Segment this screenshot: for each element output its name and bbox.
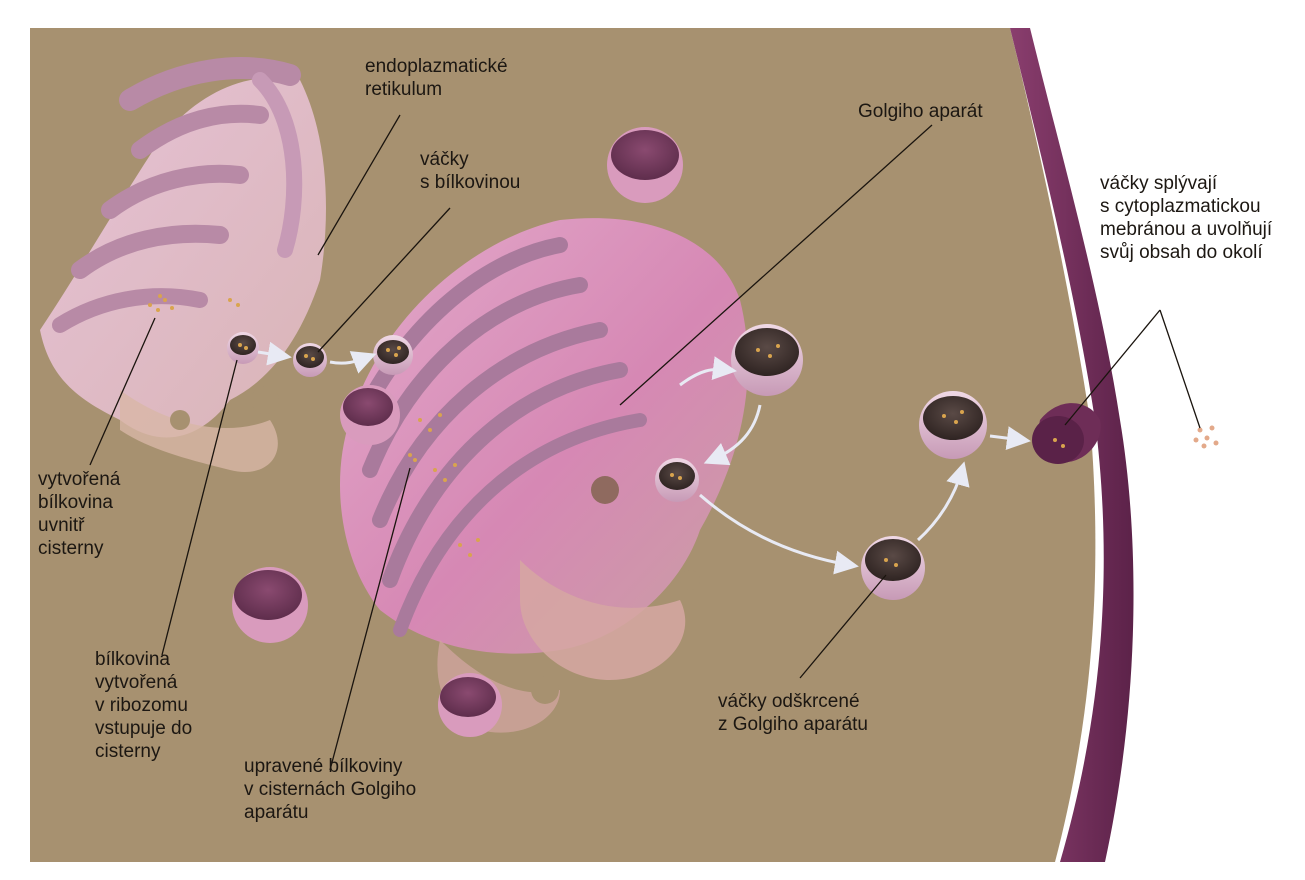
budded-vesicle-lower bbox=[861, 536, 925, 600]
label-line: Golgiho aparát bbox=[858, 100, 983, 123]
pink-vesicle-bottom-left bbox=[232, 567, 308, 643]
label-protein-from-ribosome: bílkovina vytvořená v ribozomu vstupuje … bbox=[95, 648, 192, 763]
label-endoplasmic-reticulum: endoplazmatické retikulum bbox=[365, 55, 508, 101]
label-line: z Golgiho aparátu bbox=[718, 713, 868, 736]
label-line: svůj obsah do okolí bbox=[1100, 241, 1272, 264]
label-line: v ribozomu bbox=[95, 694, 192, 717]
label-line: s cytoplazmatickou bbox=[1100, 195, 1272, 218]
fusing-vesicle bbox=[1032, 416, 1084, 464]
label-line: váčky splývají bbox=[1100, 172, 1272, 195]
label-line: aparátu bbox=[244, 801, 416, 824]
pink-vesicle-bottom bbox=[438, 673, 502, 737]
label-line: váčky bbox=[420, 148, 520, 171]
label-line: endoplazmatické bbox=[365, 55, 508, 78]
label-line: v cisternách Golgiho bbox=[244, 778, 416, 801]
label-golgi-apparatus: Golgiho aparát bbox=[858, 100, 983, 123]
pink-vesicle-left bbox=[340, 385, 400, 445]
label-budded-vesicles: váčky odškrcené z Golgiho aparátu bbox=[718, 690, 868, 736]
label-line: vytvořená bbox=[95, 671, 192, 694]
label-line: uvnitř bbox=[38, 514, 120, 537]
label-line: mebránou a uvolňují bbox=[1100, 218, 1272, 241]
label-protein-inside-cisterna: vytvořená bílkovina uvnitř cisterny bbox=[38, 468, 120, 560]
golgi-vesicle-middle bbox=[655, 458, 699, 502]
label-line: bílkovina bbox=[38, 491, 120, 514]
label-line: váčky odškrcené bbox=[718, 690, 868, 713]
transport-vesicle-1 bbox=[227, 332, 259, 364]
golgi-vesicle-upper bbox=[731, 324, 803, 396]
label-vesicles-with-protein: váčky s bílkovinou bbox=[420, 148, 520, 194]
label-line: vytvořená bbox=[38, 468, 120, 491]
label-line: retikulum bbox=[365, 78, 508, 101]
transport-vesicle-3 bbox=[373, 335, 413, 375]
pink-vesicle-top bbox=[607, 127, 683, 203]
label-line: s bílkovinou bbox=[420, 171, 520, 194]
label-vesicles-fuse: váčky splývají s cytoplazmatickou mebrán… bbox=[1100, 172, 1272, 264]
label-line: bílkovina bbox=[95, 648, 192, 671]
label-line: cisterny bbox=[38, 537, 120, 560]
label-line: vstupuje do bbox=[95, 717, 192, 740]
label-modified-proteins: upravené bílkoviny v cisternách Golgiho … bbox=[244, 755, 416, 824]
label-line: upravené bílkoviny bbox=[244, 755, 416, 778]
budded-vesicle-upper bbox=[919, 391, 987, 459]
label-line: cisterny bbox=[95, 740, 192, 763]
